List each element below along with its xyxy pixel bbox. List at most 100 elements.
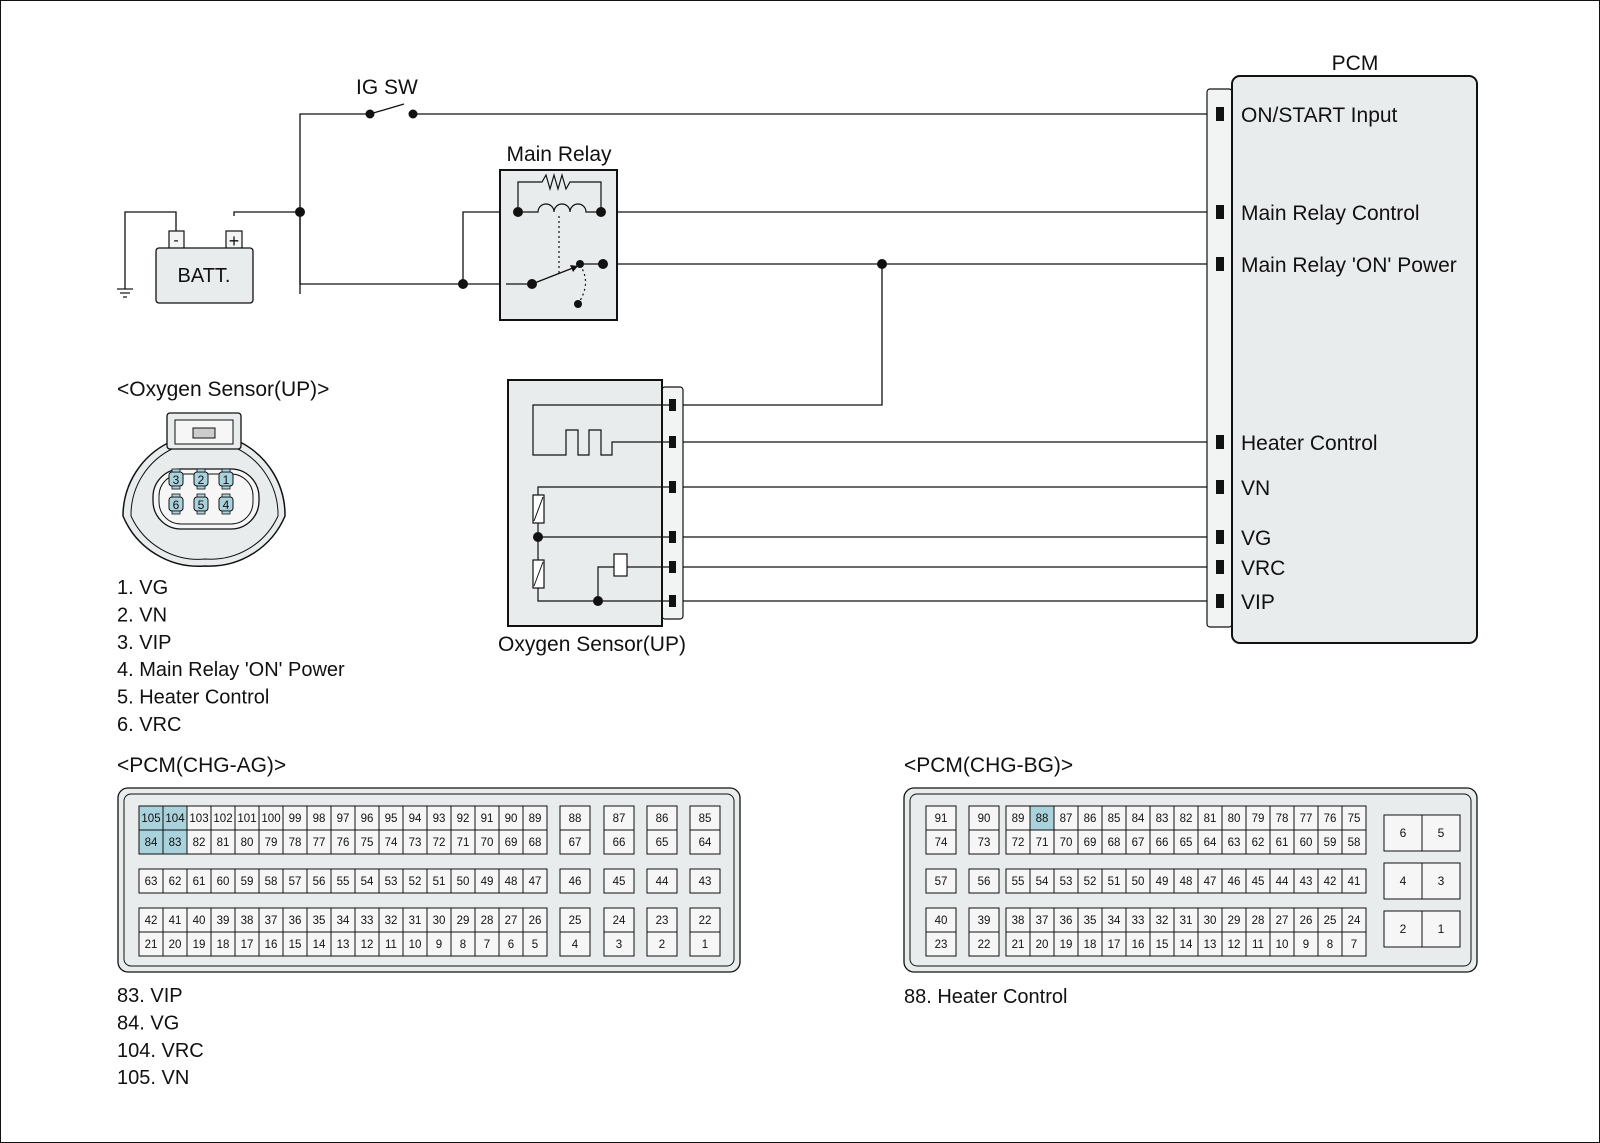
battery-plus-label: + [229, 231, 240, 251]
pin-number: 33 [361, 915, 374, 927]
pin-number: 25 [569, 915, 582, 927]
pin-number: 52 [1084, 876, 1097, 888]
pin-cell [186, 907, 212, 933]
pin-number: 28 [1252, 915, 1265, 927]
pcm-ag-pinout-item: 104. VRC [117, 1040, 204, 1062]
pin-cell [1293, 829, 1319, 855]
pcm-box [1231, 75, 1478, 644]
pin-number: 73 [978, 837, 991, 849]
heater-element-icon [532, 404, 672, 456]
sensor-resistor-icon [613, 553, 628, 577]
pin-number: 51 [1108, 876, 1121, 888]
pin-number: 96 [361, 813, 374, 825]
pin-number: 48 [1180, 876, 1193, 888]
pin-number: 51 [433, 876, 446, 888]
pin-number: 55 [1012, 876, 1025, 888]
pin-cell [306, 829, 332, 855]
pin-number: 63 [1228, 837, 1241, 849]
pin-number: 88 [569, 813, 582, 825]
pin-number: 38 [1012, 915, 1025, 927]
pin-cell [603, 907, 635, 933]
pin-number: 81 [1204, 813, 1217, 825]
pin-cell [450, 868, 476, 894]
pin-number: 20 [1036, 939, 1049, 951]
pin-number: 42 [1324, 876, 1337, 888]
pin-cell [402, 829, 428, 855]
pin-cell [306, 931, 332, 957]
pin-cell [1341, 829, 1367, 855]
pin-cell [1317, 907, 1343, 933]
pin-cell [1029, 931, 1055, 957]
pin-cell [522, 829, 548, 855]
junction-dot [877, 259, 887, 269]
sensor-pin [669, 595, 676, 607]
pcm-pin [1216, 205, 1224, 219]
pin-cell [1197, 907, 1223, 933]
relay-terminal [596, 207, 606, 217]
pin-cell [559, 868, 591, 894]
pin-cell [603, 805, 635, 831]
pin-number: 33 [1132, 915, 1145, 927]
pin-number: 5 [1438, 826, 1445, 840]
pin-number: 80 [241, 837, 254, 849]
pin-cell [689, 805, 721, 831]
pin-number: 22 [699, 915, 712, 927]
pin-number: 76 [337, 837, 350, 849]
pin-cell [646, 829, 678, 855]
pin-number: 75 [361, 837, 374, 849]
pin-cell [282, 805, 308, 831]
pin-cell [234, 907, 260, 933]
pin-cell [1173, 868, 1199, 894]
pin-number: 74 [385, 837, 398, 849]
pin-number: 61 [1276, 837, 1289, 849]
relay-terminal [576, 260, 584, 268]
pin-number: 49 [481, 876, 494, 888]
pin-number: 68 [529, 837, 542, 849]
pin-cell [378, 829, 404, 855]
pin-number: 56 [313, 876, 326, 888]
pin-number: 55 [337, 876, 350, 888]
pin-number: 11 [385, 939, 397, 951]
pin-number: 47 [1204, 876, 1217, 888]
pin-number: 69 [1084, 837, 1097, 849]
pin-number: 16 [265, 939, 278, 951]
pin-number: 98 [313, 813, 326, 825]
pin-number: 8 [1327, 939, 1333, 951]
pin-number: 83 [169, 837, 182, 849]
pin-number: 3 [616, 939, 622, 951]
pin-number: 72 [1012, 837, 1025, 849]
pin-cell [1101, 805, 1127, 831]
pin-number: 97 [337, 813, 350, 825]
pin-number: 19 [1060, 939, 1073, 951]
pin-number: 90 [505, 813, 518, 825]
pin-number: 87 [1060, 813, 1073, 825]
pin-cell [1221, 868, 1247, 894]
pin-cell [603, 931, 635, 957]
pin-cell [968, 829, 1000, 855]
pin-number: 47 [529, 876, 542, 888]
pin-cell [1149, 829, 1175, 855]
pin-cell [282, 868, 308, 894]
pcm-bg-title: <PCM(CHG-BG)> [904, 754, 1073, 777]
pin-cell [603, 829, 635, 855]
pin-number: 72 [433, 837, 446, 849]
pin-number: 26 [1300, 915, 1313, 927]
pin-cell [522, 931, 548, 957]
pin-number: 12 [1228, 939, 1241, 951]
pin-number: 73 [409, 837, 422, 849]
pcm-ag-pinout-item: 83. VIP [117, 985, 183, 1007]
pin-number: 14 [313, 939, 326, 951]
pin-number: 79 [1252, 813, 1265, 825]
pin-cell [689, 931, 721, 957]
pin-cell [162, 868, 188, 894]
pin-cell [1149, 931, 1175, 957]
pin-number: 27 [1276, 915, 1289, 927]
pin-cell [498, 829, 524, 855]
pin-cell [1197, 805, 1223, 831]
pin-cell [603, 868, 635, 894]
pin-number: 10 [409, 939, 422, 951]
sensor-pin [669, 561, 676, 573]
